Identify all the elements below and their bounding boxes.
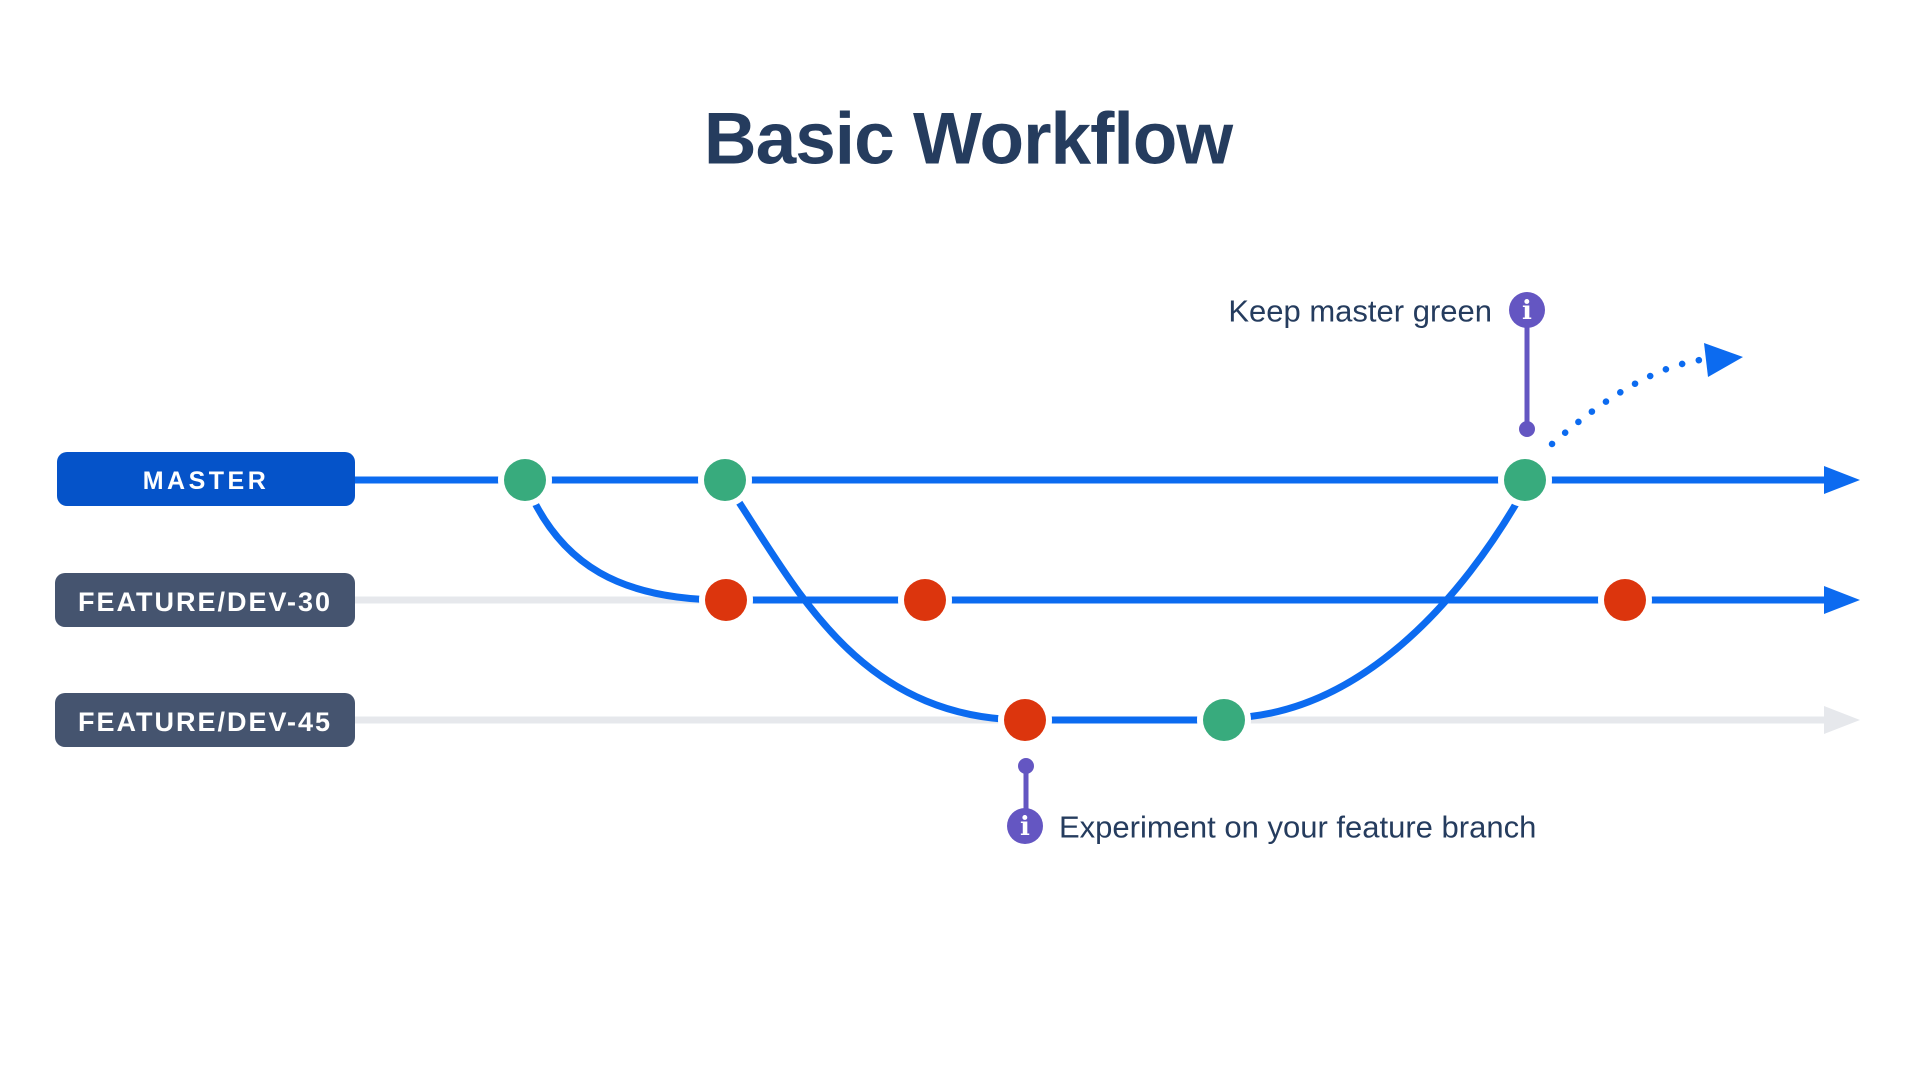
dev45-commit-1-dot bbox=[1004, 699, 1046, 741]
dev30-commit-2-dot bbox=[904, 579, 946, 621]
info-icon-glyph: i bbox=[1522, 296, 1532, 326]
branch-curve-master-to-dev45 bbox=[723, 480, 1024, 724]
info-pin-experiment: i bbox=[1007, 758, 1043, 844]
merge-curve-dev45-to-master bbox=[1226, 486, 1528, 722]
master-commit-3-dot bbox=[1504, 459, 1546, 501]
master-arrowhead-icon bbox=[1824, 466, 1860, 494]
branch-label-feature-dev-30: FEATURE/DEV-30 bbox=[55, 573, 355, 627]
branch-chip-label: FEATURE/DEV-30 bbox=[78, 587, 332, 617]
branch-chip bbox=[55, 693, 355, 747]
branch-chip-label: MASTER bbox=[143, 467, 270, 495]
info-pin-anchor-dot bbox=[1018, 758, 1034, 774]
info-icon[interactable] bbox=[1007, 808, 1043, 844]
future-commits-dotted-curve bbox=[1548, 356, 1704, 448]
branch-label-master: MASTER bbox=[57, 452, 355, 506]
dev30-commit-3-dot bbox=[1604, 579, 1646, 621]
branch-chip bbox=[57, 452, 355, 506]
master-commit-2-dot bbox=[704, 459, 746, 501]
page-title: Basic Workflow bbox=[704, 99, 1233, 180]
info-icon-glyph: i bbox=[1020, 812, 1030, 842]
info-pin-anchor-dot bbox=[1519, 421, 1535, 437]
master-commit-1-dot bbox=[504, 459, 546, 501]
branch-curve-master-to-dev30 bbox=[522, 480, 730, 604]
dev45-commit-2-dot bbox=[1203, 699, 1245, 741]
future-commits-arrowhead-icon bbox=[1704, 343, 1743, 377]
branch-label-feature-dev-45: FEATURE/DEV-45 bbox=[55, 693, 355, 747]
dev30-commit-1-dot bbox=[705, 579, 747, 621]
branch-chip bbox=[55, 573, 355, 627]
annotation-keep-master-green: Keep master green bbox=[1228, 294, 1492, 329]
dev45-arrowhead-icon bbox=[1824, 706, 1860, 734]
info-icon[interactable] bbox=[1509, 292, 1545, 328]
info-pin-keep-master-green: i bbox=[1509, 292, 1545, 437]
dev30-arrowhead-icon bbox=[1824, 586, 1860, 614]
branch-chip-label: FEATURE/DEV-45 bbox=[78, 707, 332, 737]
annotation-experiment-feature-branch: Experiment on your feature branch bbox=[1059, 810, 1536, 845]
